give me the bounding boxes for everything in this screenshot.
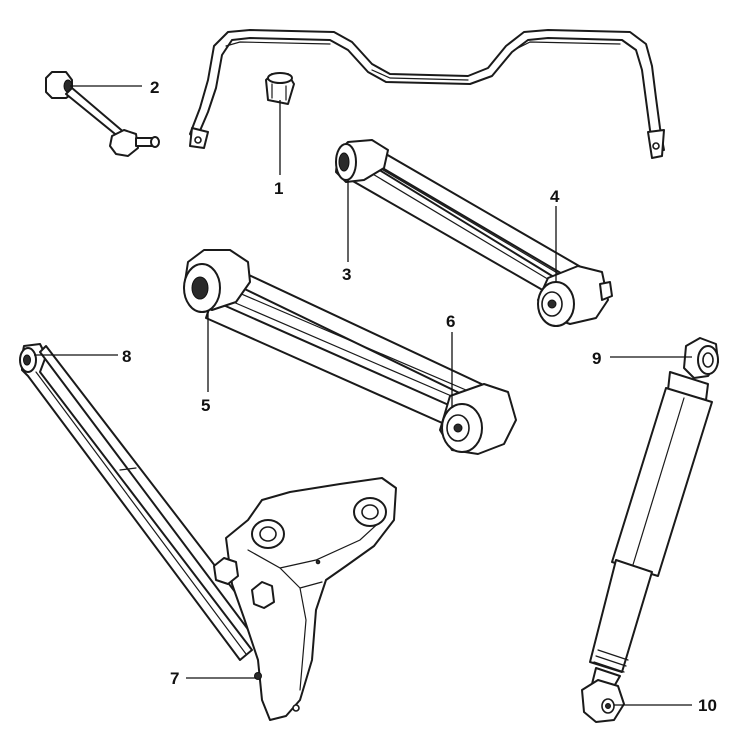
callout-5: 5 (201, 396, 210, 415)
stabilizer-bar (189, 29, 665, 159)
callout-10: 10 (698, 696, 717, 715)
callout-9: 9 (592, 349, 601, 368)
leader-lines (34, 85, 692, 706)
track-bar-and-bracket (19, 343, 397, 721)
callout-3: 3 (342, 265, 351, 284)
callout-7: 7 (170, 669, 179, 688)
stabilizer-bushing (265, 72, 295, 105)
shock-absorber (581, 337, 719, 723)
stabilizer-link (45, 71, 160, 157)
callout-1: 1 (274, 179, 283, 198)
callout-6: 6 (446, 312, 455, 331)
upper-control-arm (335, 139, 613, 327)
callout-8: 8 (122, 347, 131, 366)
callout-labels: 1 2 3 4 5 6 7 8 9 10 (122, 78, 717, 715)
callout-4: 4 (550, 187, 560, 206)
callout-2: 2 (150, 78, 159, 97)
